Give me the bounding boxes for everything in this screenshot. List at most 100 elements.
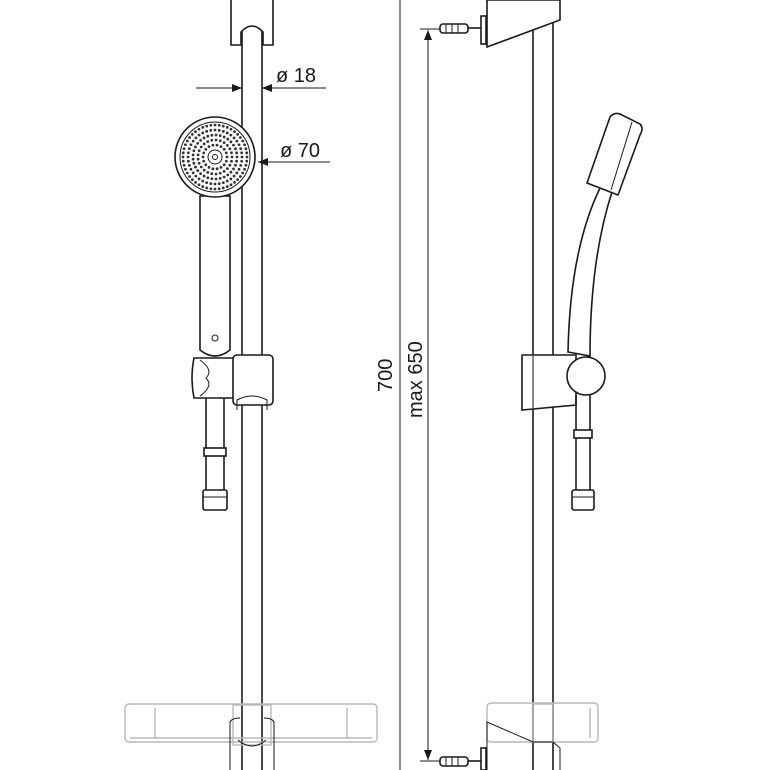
nozzle-dot <box>186 151 190 155</box>
nozzle-dot <box>219 145 223 149</box>
nozzle-dot <box>202 142 206 146</box>
dimension-total-height: 700 <box>375 0 401 770</box>
nozzle-dot <box>207 165 211 169</box>
nozzle-dot <box>219 165 223 169</box>
nozzle-dot <box>188 175 192 178</box>
nozzle-dot <box>232 167 235 171</box>
nozzle-dot <box>239 163 243 167</box>
nozzle-dot <box>214 177 218 181</box>
nozzle-dot <box>199 145 203 149</box>
nozzle-dot <box>201 131 205 135</box>
wall-anchor-bottom <box>439 747 487 770</box>
nozzle-dot <box>229 183 233 187</box>
nozzle-dot <box>243 167 246 171</box>
nozzle-dot <box>210 172 214 176</box>
nozzle-dot <box>202 174 206 178</box>
nozzle-dot <box>185 171 189 175</box>
nozzle-dot <box>201 179 205 183</box>
top-bracket-side <box>486 0 561 49</box>
nozzle-dot <box>221 129 225 133</box>
nozzle-dot <box>191 157 195 161</box>
nozzle-dot <box>188 136 192 139</box>
nozzle-dot <box>232 143 235 147</box>
nozzle-dot <box>206 176 210 180</box>
nozzle-dot <box>187 163 191 167</box>
nozzle-dot <box>197 133 201 137</box>
nozzle-dot <box>230 151 233 155</box>
soap-dish-front <box>124 703 378 770</box>
nozzle-dot <box>215 143 219 147</box>
nozzle-dot <box>238 136 242 139</box>
nozzle-dot <box>197 149 201 153</box>
nozzle-dot <box>236 132 240 136</box>
nozzle-dot <box>210 177 214 181</box>
nozzle-dot <box>213 123 217 127</box>
nozzle-dot <box>233 130 236 134</box>
nozzle-dot <box>215 167 219 171</box>
nozzle-dot <box>189 167 193 171</box>
nozzle-dot <box>217 187 221 191</box>
total-height-label: 700 <box>375 359 397 392</box>
nozzle-dot <box>222 175 226 179</box>
nozzle-dot <box>224 159 228 163</box>
nozzle-dot <box>229 177 233 181</box>
nozzle-dot <box>205 129 209 133</box>
nozzle-dot <box>213 128 217 132</box>
dimension-bar-diameter: ø 18 <box>196 65 326 92</box>
wall-anchor-top <box>439 15 487 45</box>
nozzle-dot <box>221 124 225 128</box>
nozzle-dot <box>191 153 195 157</box>
nozzle-dot <box>217 123 221 127</box>
nozzle-dot <box>202 159 206 163</box>
nozzle-dot <box>206 140 210 144</box>
nozzle-dot <box>221 181 225 185</box>
nozzle-dot <box>232 136 236 140</box>
nozzle-dot <box>196 169 200 172</box>
nozzle-dot <box>209 128 213 132</box>
nozzle-dot <box>182 163 186 167</box>
nozzle-dot <box>204 147 208 151</box>
nozzle-dot <box>181 151 185 155</box>
nozzle-dot <box>236 178 240 182</box>
nozzle-dot <box>225 167 229 171</box>
nozzle-dot <box>229 133 233 137</box>
nozzle-dot <box>213 187 217 191</box>
nozzle-dot <box>225 131 229 135</box>
nozzle-dot <box>244 163 248 167</box>
nozzle-dot <box>194 145 197 149</box>
nozzle-dot <box>197 177 201 181</box>
nozzle-dot <box>214 133 218 137</box>
nozzle-dot <box>241 139 245 143</box>
nozzle-dot <box>214 172 218 176</box>
nozzle-dot <box>190 178 194 182</box>
nozzle-dot <box>192 161 196 165</box>
nozzle-dot <box>201 155 205 159</box>
nozzle-dot <box>240 155 244 159</box>
nozzle-dot <box>237 143 241 147</box>
nozzle-dot <box>222 135 226 139</box>
nozzle-dot <box>211 167 215 171</box>
head-diameter-label: ø 70 <box>280 140 320 162</box>
nozzle-dot <box>209 182 213 186</box>
hand-shower-side <box>567 112 643 357</box>
nozzle-dot <box>222 169 226 173</box>
nozzle-dot <box>182 147 186 151</box>
top-bracket-front <box>230 0 274 46</box>
nozzle-dot <box>222 141 226 145</box>
nozzle-dot <box>197 161 201 165</box>
slide-holder-side <box>521 354 606 411</box>
nozzle-dot <box>186 159 190 163</box>
dimension-head-diameter: ø 70 <box>258 140 330 166</box>
nozzle-dot <box>194 136 198 140</box>
nozzle-dot <box>245 151 249 155</box>
nozzle-dot <box>229 140 233 144</box>
nozzle-dot <box>206 170 210 174</box>
nozzle-dot <box>217 182 221 186</box>
max-spacing-label: max 650 <box>405 341 427 418</box>
nozzle-dot <box>218 171 222 175</box>
nozzle-dot <box>240 159 244 163</box>
nozzle-dot <box>196 153 200 157</box>
nozzle-dot <box>181 155 185 159</box>
nozzle-dot <box>221 186 225 190</box>
nozzle-dot <box>186 155 190 159</box>
